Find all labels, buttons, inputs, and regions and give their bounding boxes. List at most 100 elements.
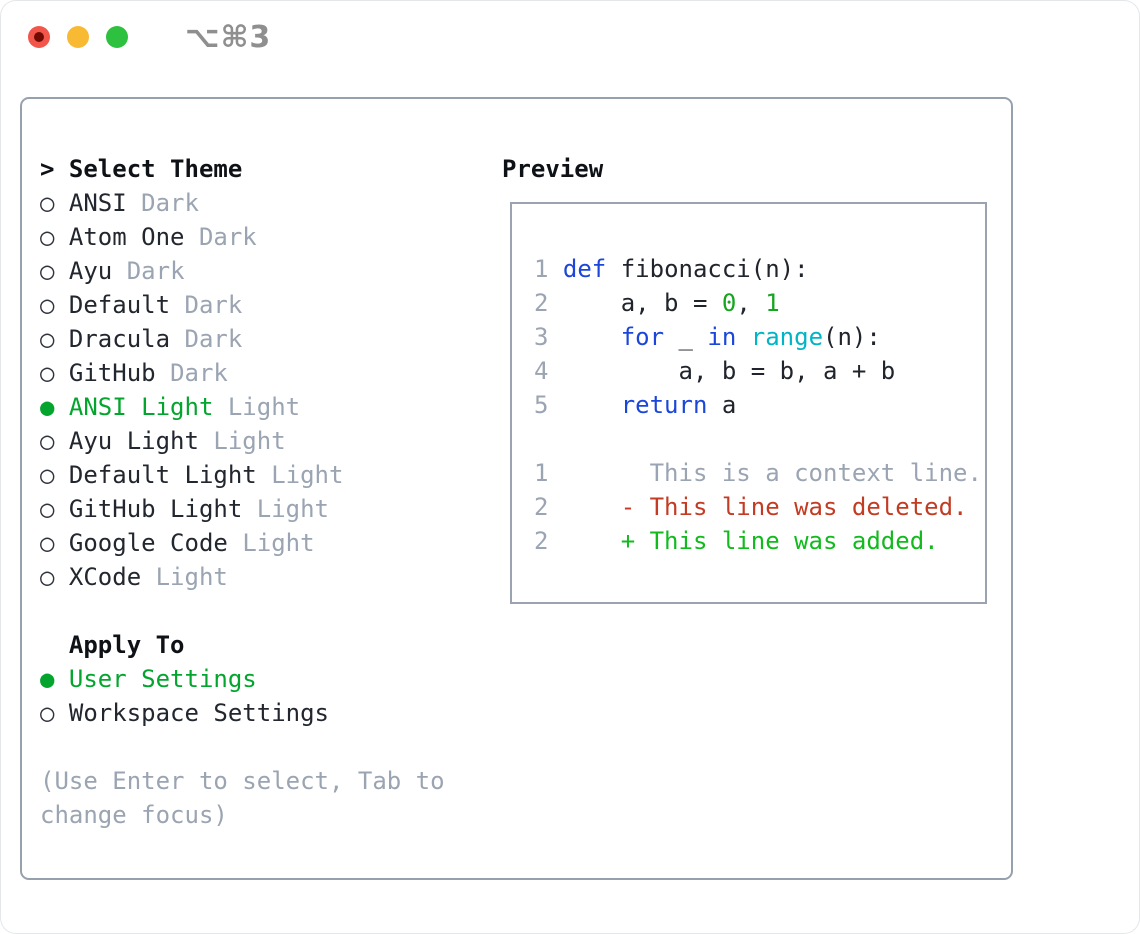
spacer (40, 594, 472, 628)
code-segment: 1 (765, 289, 780, 317)
theme-selector-column: > Select Theme ○ ANSI Dark○ Atom One Dar… (40, 152, 472, 832)
preview-line: 2 a, b = 0, 1 (534, 286, 985, 320)
apply-option-label: Workspace Settings (68, 699, 329, 727)
preview-line: 3 for _ in range(n): (534, 320, 985, 354)
radio-unselected-icon: ○ (40, 359, 55, 387)
theme-list: ○ ANSI Dark○ Atom One Dark○ Ayu Dark○ De… (40, 186, 472, 594)
code-segment: fibonacci(n): (606, 255, 809, 283)
maximize-window-icon[interactable] (106, 26, 128, 48)
radio-unselected-icon: ○ (40, 699, 55, 727)
line-number: 2 (534, 527, 563, 555)
code-segment: (n): (823, 323, 881, 351)
theme-option-ayu-light[interactable]: ○ Ayu Light Light (40, 424, 472, 458)
select-theme-header: > Select Theme (40, 152, 472, 186)
theme-option-ansi-light[interactable]: ● ANSI Light Light (40, 390, 472, 424)
radio-unselected-icon: ○ (40, 461, 55, 489)
keyboard-hint-text: (Use Enter to select, Tab to change focu… (40, 767, 460, 829)
code-segment: This is a context line. (562, 459, 982, 487)
radio-selected-icon: ● (40, 393, 55, 421)
preview-line (534, 218, 985, 252)
theme-option-github[interactable]: ○ GitHub Dark (40, 356, 472, 390)
preview-line: 2 + This line was added. (534, 524, 985, 558)
theme-option-label: XCode (68, 563, 142, 591)
code-segment: a, b = b, a + b (562, 357, 896, 385)
apply-option-workspace-settings[interactable]: ○ Workspace Settings (40, 696, 472, 730)
code-segment (563, 391, 621, 419)
apply-option-label: User Settings (68, 665, 257, 693)
theme-option-github-light[interactable]: ○ GitHub Light Light (40, 492, 472, 526)
theme-variant-label: Light (213, 427, 286, 455)
radio-unselected-icon: ○ (40, 563, 55, 591)
theme-variant-label: Dark (126, 257, 185, 285)
code-segment (563, 323, 621, 351)
theme-variant-label: Light (155, 563, 228, 591)
theme-option-label: Google Code (68, 529, 228, 557)
preview-line: 5 return a (534, 388, 985, 422)
theme-option-label: Ayu (68, 257, 113, 285)
code-segment: a (707, 391, 737, 419)
code-segment: def (562, 255, 607, 283)
theme-option-label: GitHub Light (68, 495, 243, 523)
code-segment: in (707, 323, 737, 351)
preview-line: 1 This is a context line. (534, 456, 985, 490)
select-theme-title: Select Theme (68, 155, 243, 183)
radio-unselected-icon: ○ (40, 257, 55, 285)
theme-settings-panel: > Select Theme ○ ANSI Dark○ Atom One Dar… (20, 97, 1013, 880)
radio-unselected-icon: ○ (40, 427, 55, 455)
window-hotkey-label: ⌥⌘3 (185, 19, 272, 55)
theme-option-label: Default Light (68, 461, 257, 489)
theme-option-ayu[interactable]: ○ Ayu Dark (40, 254, 472, 288)
code-segment: return (620, 391, 708, 419)
code-segment: for (620, 323, 665, 351)
line-number: 1 (534, 459, 563, 487)
line-number: 5 (534, 391, 563, 419)
preview-line: 4 a, b = b, a + b (534, 354, 985, 388)
radio-unselected-icon: ○ (40, 529, 55, 557)
radio-unselected-icon: ○ (40, 325, 55, 353)
line-number: 4 (534, 357, 563, 385)
minimize-window-icon[interactable] (67, 26, 89, 48)
code-segment: range (750, 323, 824, 351)
radio-unselected-icon: ○ (40, 495, 55, 523)
theme-option-default[interactable]: ○ Default Dark (40, 288, 472, 322)
theme-option-google-code[interactable]: ○ Google Code Light (40, 526, 472, 560)
theme-option-atom-one[interactable]: ○ Atom One Dark (40, 220, 472, 254)
theme-variant-label: Dark (198, 223, 257, 251)
code-segment: + This line was added. (562, 527, 939, 555)
theme-option-label: ANSI Light (68, 393, 214, 421)
theme-option-default-light[interactable]: ○ Default Light Light (40, 458, 472, 492)
code-segment: 0 (721, 289, 737, 317)
theme-option-ansi[interactable]: ○ ANSI Dark (40, 186, 472, 220)
theme-option-label: Default (68, 291, 171, 319)
preview-line: 1 def fibonacci(n): (534, 252, 985, 286)
focus-indicator: > (40, 155, 55, 183)
theme-option-xcode[interactable]: ○ XCode Light (40, 560, 472, 594)
close-window-icon[interactable] (28, 26, 50, 48)
theme-option-label: Atom One (68, 223, 185, 251)
line-number: 1 (534, 255, 563, 283)
theme-variant-label: Light (227, 393, 301, 421)
radio-selected-icon: ● (40, 665, 55, 693)
theme-variant-label: Dark (184, 325, 243, 353)
theme-option-dracula[interactable]: ○ Dracula Dark (40, 322, 472, 356)
line-number: 2 (534, 493, 563, 521)
theme-variant-label: Light (271, 461, 344, 489)
theme-variant-label: Light (256, 495, 329, 523)
theme-variant-label: Dark (184, 291, 243, 319)
radio-unselected-icon: ○ (40, 223, 55, 251)
preview-line: 2 - This line was deleted. (534, 490, 985, 524)
code-segment: a, b = (562, 289, 722, 317)
theme-option-label: Ayu Light (68, 427, 199, 455)
radio-unselected-icon: ○ (40, 291, 55, 319)
preview-line (534, 422, 985, 456)
line-number: 2 (534, 289, 563, 317)
line-number: 3 (534, 323, 563, 351)
apply-option-user-settings[interactable]: ● User Settings (40, 662, 472, 696)
theme-option-label: GitHub (68, 359, 156, 387)
theme-option-label: ANSI (68, 189, 127, 217)
theme-option-label: Dracula (68, 325, 171, 353)
code-segment: - This line was deleted. (562, 493, 968, 521)
code-segment: _ (664, 323, 708, 351)
